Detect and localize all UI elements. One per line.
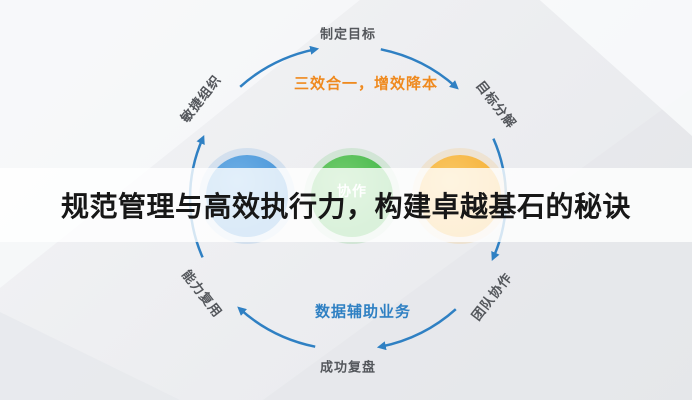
center-note-bottom: 数据辅助业务	[314, 303, 412, 321]
node-set-goals: 制定目标	[319, 26, 377, 42]
arc-top-to-topright	[380, 48, 459, 90]
page-title: 规范管理与高效执行力，构建卓越基石的秘诀	[60, 191, 631, 222]
title-banner: 规范管理与高效执行力，构建卓越基石的秘诀	[0, 168, 692, 242]
center-note-top: 三效合一，增效降本	[293, 75, 439, 93]
node-success-review: 成功复盘	[319, 359, 377, 375]
arc-bottom-to-bottomleft	[237, 306, 316, 348]
